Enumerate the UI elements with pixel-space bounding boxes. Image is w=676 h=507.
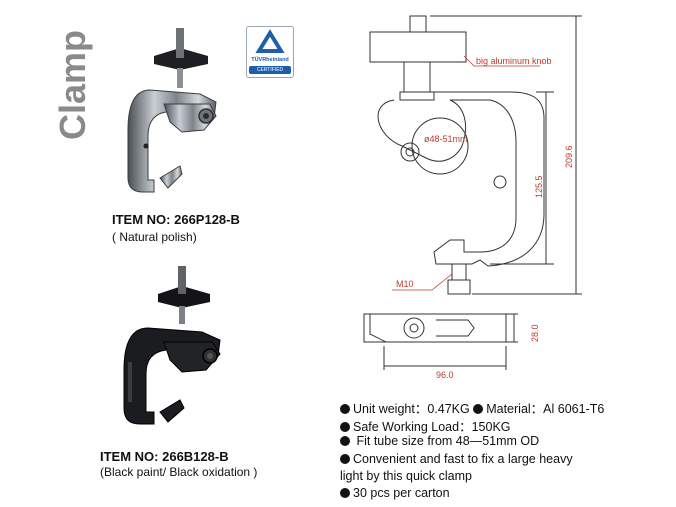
side-title: Clamp xyxy=(52,29,93,140)
tuv-brand-label: TÜVRheinland xyxy=(251,57,289,63)
tuv-certified-label: CERTIFIED xyxy=(249,66,291,74)
bullet-icon xyxy=(473,404,484,414)
product-1-finish: ( Natural polish) xyxy=(112,230,197,244)
width-label: 96.0 xyxy=(436,370,454,380)
tuv-logo-icon xyxy=(255,29,285,53)
spec-line-4: Convenient and fast to fix a large heavy xyxy=(340,452,573,466)
knob-label: big aluminum knob xyxy=(476,56,552,66)
total-height-label: 209.6 xyxy=(564,145,574,168)
spec-line-4-continued: light by this quick clamp xyxy=(340,469,473,483)
tube-size-label: ø48-51mm xyxy=(424,134,468,144)
spec-line-3: Fit tube size from 48—51mm OD xyxy=(340,434,539,448)
bullet-icon xyxy=(340,488,350,498)
spec-line-5: 30 pcs per carton xyxy=(340,486,450,500)
bolt-label: M10 xyxy=(396,279,414,289)
spec-line-2: Safe Working Load：150KG xyxy=(340,416,511,435)
depth-label: 28.0 xyxy=(530,324,540,342)
clamp-polished-photo xyxy=(127,28,217,193)
bullet-icon xyxy=(340,454,350,464)
clamp-black-photo xyxy=(123,266,221,425)
product-2-item-no: ITEM NO: 266B128-B xyxy=(100,449,229,464)
bullet-icon xyxy=(340,422,350,432)
bullet-icon xyxy=(340,404,350,414)
spec-line-1: Unit weight：0.47KG Material：Al 6061-T6 xyxy=(340,398,604,417)
bullet-icon xyxy=(340,436,350,446)
product-2-finish: (Black paint/ Black oxidation ) xyxy=(100,465,258,479)
inner-height-label: 125.5 xyxy=(534,175,544,198)
product-1-item-no: ITEM NO: 266P128-B xyxy=(112,212,240,227)
tuv-certified-badge: TÜVRheinland CERTIFIED xyxy=(246,26,294,78)
technical-drawing-side: 28.0 96.0 xyxy=(363,313,540,380)
technical-drawing-front: big aluminum knob ø48-51mm M10 125.5 209… xyxy=(369,15,582,295)
